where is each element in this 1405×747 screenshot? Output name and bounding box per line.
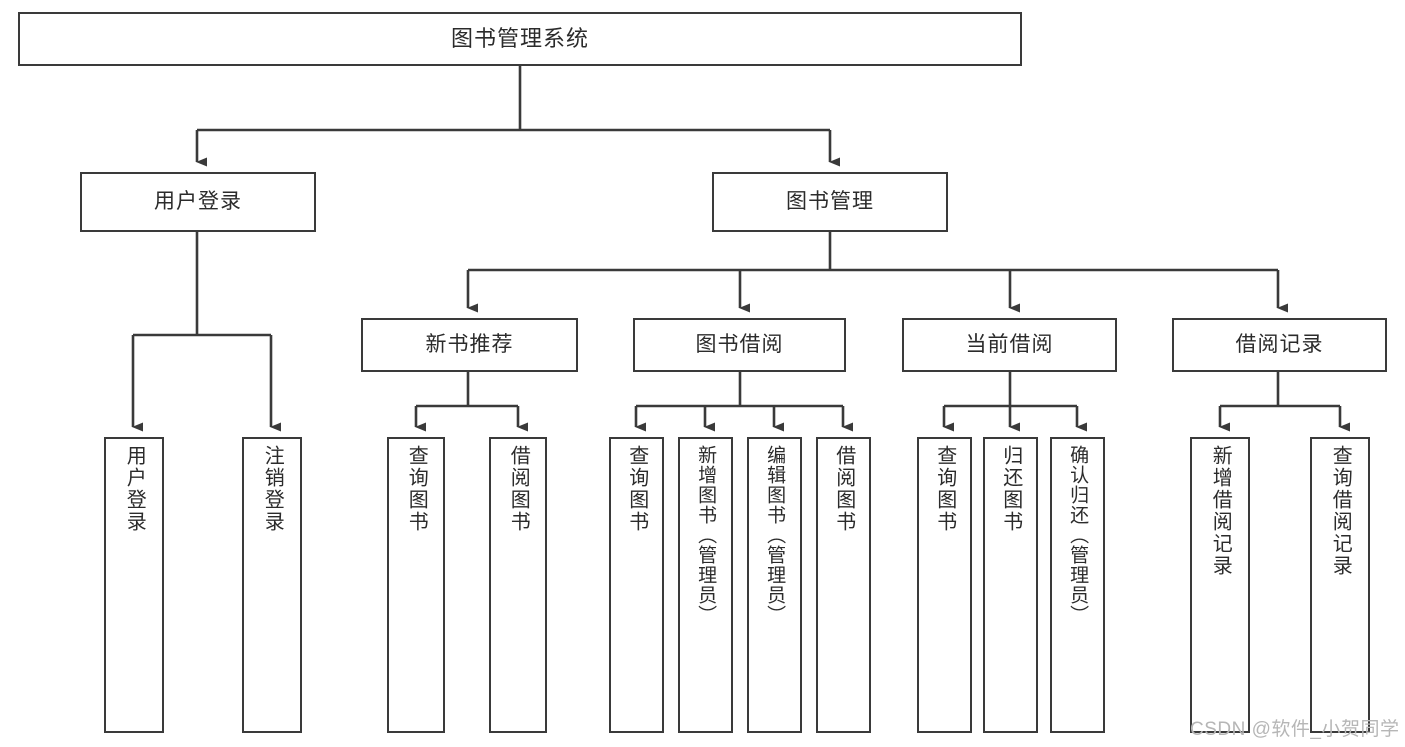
- node-label: 借阅图书: [832, 445, 855, 533]
- node-label: 借阅图书: [507, 445, 530, 533]
- node-label: 借阅记录: [1235, 332, 1324, 356]
- leaf-confirm-return-admin[interactable]: 确认归还（管理员）: [1050, 437, 1105, 733]
- node-new-book-recommend[interactable]: 新书推荐: [361, 318, 578, 372]
- node-label: 用户登录: [123, 445, 146, 533]
- node-label: 新增借阅记录: [1209, 445, 1232, 577]
- node-label: 查询图书: [933, 445, 956, 533]
- leaf-user-login[interactable]: 用户登录: [104, 437, 164, 733]
- leaf-edit-book-admin[interactable]: 编辑图书（管理员）: [747, 437, 802, 733]
- node-book-management[interactable]: 图书管理: [712, 172, 948, 232]
- node-label: 当前借阅: [965, 332, 1054, 356]
- node-label: 图书管理系统: [450, 26, 589, 52]
- node-label: 查询借阅记录: [1329, 445, 1352, 577]
- leaf-borrow-book-recommend[interactable]: 借阅图书: [489, 437, 547, 733]
- node-label: 图书借阅: [695, 332, 784, 356]
- node-borrow-record[interactable]: 借阅记录: [1172, 318, 1387, 372]
- leaf-query-borrow-record[interactable]: 查询借阅记录: [1310, 437, 1370, 733]
- node-label: 归还图书: [999, 445, 1022, 533]
- node-label: 图书管理: [786, 189, 874, 213]
- node-root-book-management-system[interactable]: 图书管理系统: [18, 12, 1022, 66]
- node-book-borrow[interactable]: 图书借阅: [633, 318, 846, 372]
- leaf-user-logout[interactable]: 注销登录: [242, 437, 302, 733]
- node-user-login[interactable]: 用户登录: [80, 172, 316, 232]
- node-label: 用户登录: [154, 189, 242, 213]
- node-label: 新书推荐: [425, 332, 514, 356]
- leaf-query-book-current[interactable]: 查询图书: [917, 437, 972, 733]
- leaf-query-book-recommend[interactable]: 查询图书: [387, 437, 445, 733]
- leaf-return-book[interactable]: 归还图书: [983, 437, 1038, 733]
- leaf-add-book-admin[interactable]: 新增图书（管理员）: [678, 437, 733, 733]
- node-label: 确认归还（管理员）: [1067, 445, 1089, 625]
- node-current-borrow[interactable]: 当前借阅: [902, 318, 1117, 372]
- node-label: 注销登录: [261, 445, 284, 533]
- node-label: 编辑图书（管理员）: [764, 445, 786, 625]
- node-label: 查询图书: [625, 445, 648, 533]
- node-label: 新增图书（管理员）: [695, 445, 717, 625]
- watermark: CSDN @软件_小贺同学: [1190, 719, 1400, 740]
- leaf-borrow-book[interactable]: 借阅图书: [816, 437, 871, 733]
- node-label: 查询图书: [405, 445, 428, 533]
- leaf-query-book-borrow[interactable]: 查询图书: [609, 437, 664, 733]
- leaf-add-borrow-record[interactable]: 新增借阅记录: [1190, 437, 1250, 733]
